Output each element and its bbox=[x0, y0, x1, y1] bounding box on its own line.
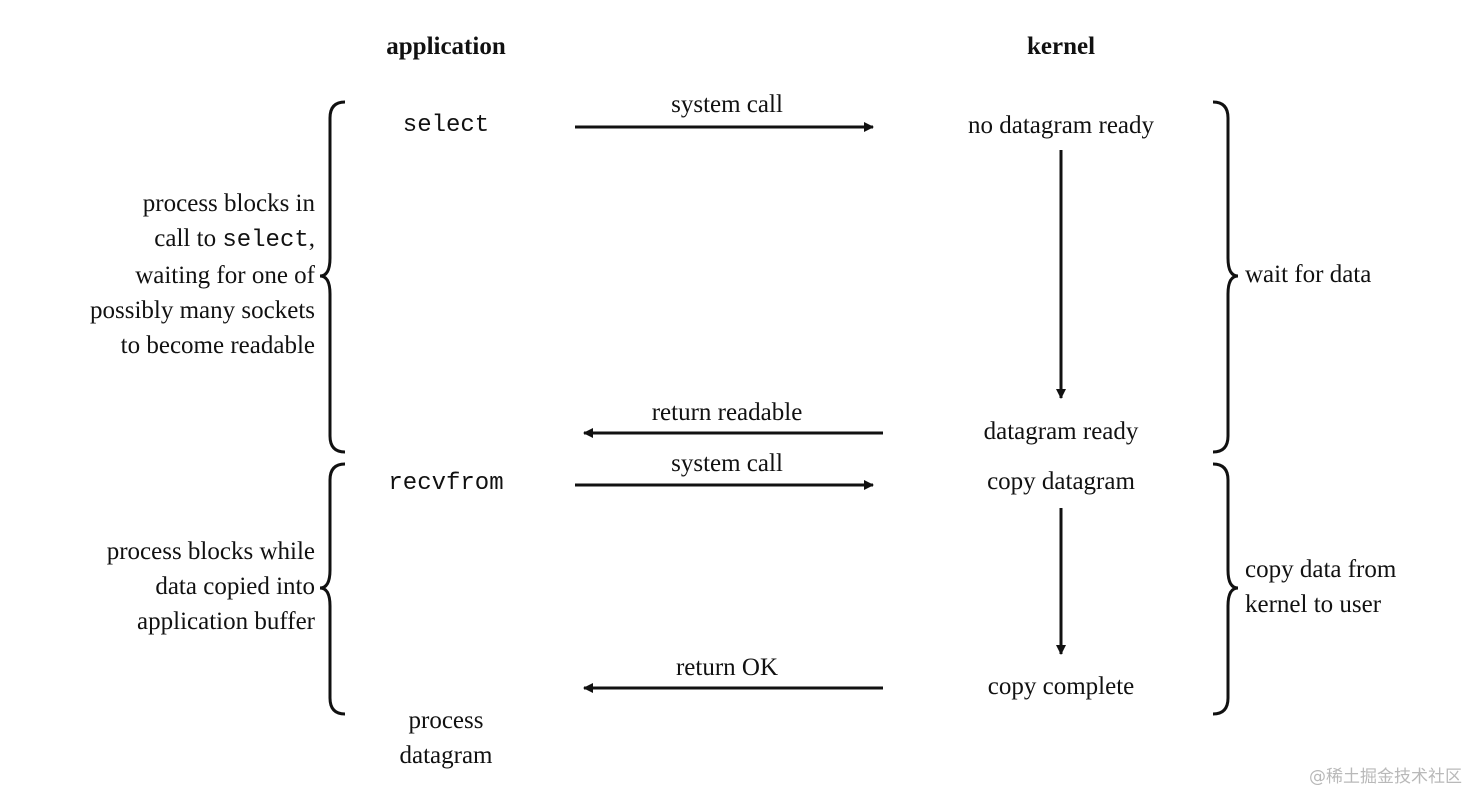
select-note-line3: waiting for one of bbox=[135, 262, 315, 289]
recvfrom-blocking-note: process blocks while data copied into ap… bbox=[107, 534, 315, 639]
system-call-label-1: system call bbox=[671, 91, 783, 118]
copy-datagram-label: copy datagram bbox=[987, 468, 1135, 495]
recvfrom-note-line1: process blocks while bbox=[106, 538, 315, 565]
application-header: application bbox=[386, 33, 506, 60]
select-note-line2: call to select, bbox=[154, 225, 315, 254]
copy-complete-label: copy complete bbox=[987, 673, 1135, 700]
select-code-inline: select bbox=[222, 227, 309, 254]
wait-for-data-note: wait for data bbox=[1245, 261, 1372, 288]
select-note-line1: process blocks in bbox=[142, 190, 315, 217]
recvfrom-note-line3: application buffer bbox=[137, 608, 315, 635]
return-ok-label: return OK bbox=[675, 654, 779, 681]
right-brace-copy bbox=[1212, 462, 1239, 716]
datagram-ready-label: datagram ready bbox=[983, 418, 1139, 445]
process-datagram-line2: datagram bbox=[399, 742, 493, 769]
process-datagram-note: process datagram bbox=[399, 703, 492, 773]
select-note-line5: to become readable bbox=[120, 332, 315, 359]
no-datagram-ready-label: no datagram ready bbox=[967, 112, 1155, 139]
copy-data-note: copy data from kernel to user bbox=[1245, 552, 1396, 622]
recvfrom-note-line2: data copied into bbox=[155, 573, 315, 600]
select-call-label: select bbox=[402, 112, 490, 139]
copy-note-line2: kernel to user bbox=[1245, 591, 1382, 618]
left-brace-select bbox=[319, 100, 346, 454]
process-datagram-line1: process bbox=[408, 707, 484, 734]
copy-note-line1: copy data from bbox=[1245, 556, 1397, 583]
right-brace-wait bbox=[1212, 100, 1239, 454]
system-call-label-2: system call bbox=[671, 450, 783, 477]
left-brace-recvfrom bbox=[319, 462, 346, 716]
kernel-header: kernel bbox=[1026, 33, 1096, 60]
recvfrom-call-label: recvfrom bbox=[388, 470, 504, 497]
return-readable-label: return readable bbox=[651, 399, 803, 426]
select-note-line4: possibly many sockets bbox=[90, 297, 315, 324]
watermark: @稀土掘金技术社区 bbox=[1309, 767, 1462, 787]
select-blocking-note: process blocks in call to select, waitin… bbox=[90, 186, 315, 363]
